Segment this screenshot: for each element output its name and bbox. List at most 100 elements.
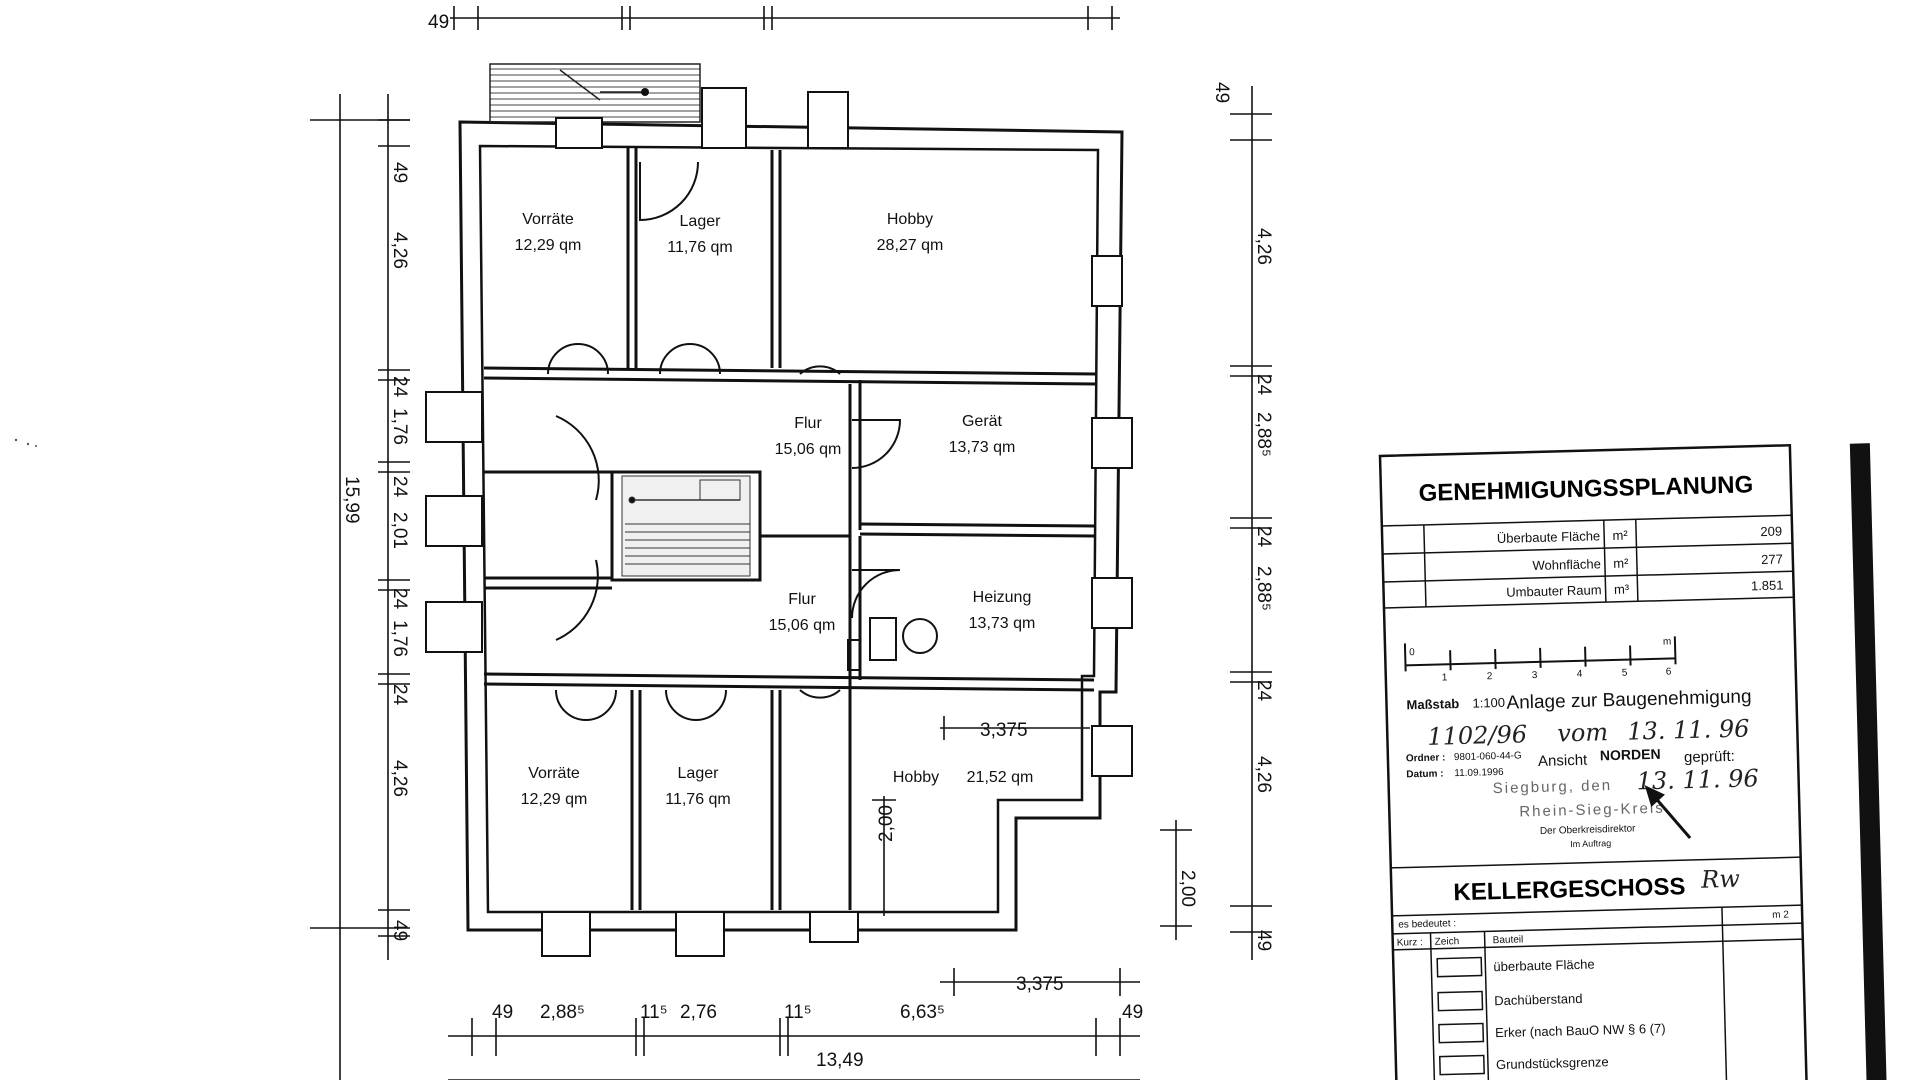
building-outline [458,120,1124,932]
interior-stair [621,475,751,577]
dim-left-1: 4,26 [389,232,410,269]
row-unit-1: m² [1613,556,1629,571]
door-swings [547,161,902,721]
scan-specks [14,438,37,447]
legend-item-3: Grundstücksgrenze [1496,1054,1609,1072]
hand-number: 1102/96 [1427,720,1527,751]
dim-bottom-0: 49 [492,1002,513,1023]
legend-col-zeich: Zeich [1435,936,1460,948]
room-area-vorraete-top: 12,29 qm [515,237,582,254]
dim-left-0: 49 [389,162,410,183]
dim-left-7: 1,76 [389,620,410,657]
stamp-line-2: Rhein-Sieg-Kreis [1519,800,1665,821]
dim-right-0: 49 [1211,82,1232,103]
room-name-hobby-top: Hobby [887,211,933,228]
room-name-heizung: Heizung [973,589,1032,606]
row-label-2: Umbauter Raum [1506,582,1602,599]
row-unit-0: m² [1612,528,1628,543]
datum-value: 11.09.1996 [1454,767,1504,779]
room-area-lager-top: 11,76 qm [667,239,733,256]
dim-left-9: 4,26 [389,760,410,797]
hand-date-1: 13. 11. 96 [1627,714,1750,745]
dim-top-49: 49 [428,12,449,33]
stamp-line-1: Siegburg, den [1493,777,1613,797]
room-area-flur-lower: 15,06 qm [769,617,836,634]
room-name-flur-upper: Flur [794,415,822,432]
datum-label: Datum : [1406,768,1444,780]
room-name-geraet: Gerät [962,413,1003,430]
legend-item-1: Dachüberstand [1494,991,1583,1008]
dim-bottom-6: 49 [1122,1002,1143,1023]
dim-left-6: 24 [389,588,410,610]
dim-left-8: 24 [389,684,410,706]
dim-left-10: 49 [389,920,410,941]
row-label-1: Wohnfläche [1532,556,1601,573]
dim-right-7: 4,26 [1253,756,1274,793]
legend-item-0: überbaute Fläche [1493,957,1595,975]
scale-tick-1: 1 [1442,672,1448,683]
row-unit-2: m³ [1614,582,1630,597]
dim-right-3: 2,88⁵ [1253,412,1274,457]
scale-unit: m [1663,636,1672,647]
dim-left-3: 1,76 [389,408,410,445]
legend-item-2: Erker (nach BauO NW § 6 (7) [1495,1021,1666,1040]
room-labels: Vorräte 12,29 qm Lager 11,76 qm Hobby 28… [515,211,1036,808]
geprueft-prefix: Ansicht [1538,752,1588,770]
dim-outer-3375: 3,375 [1016,974,1064,995]
room-area-lager-bottom: 11,76 qm [665,791,731,808]
dim-left-2: 24 [389,376,410,398]
row-value-0: 209 [1760,524,1782,540]
norden-label: NORDEN [1600,746,1661,764]
exterior-stair [489,63,701,123]
scale-tick-6: 6 [1666,666,1672,677]
room-name-hobby-bottom: Hobby [893,769,939,786]
room-area-geraet: 13,73 qm [949,439,1016,456]
room-name-flur-lower: Flur [788,591,816,608]
scale-tick-2: 2 [1487,671,1493,682]
heating-equipment [847,617,938,671]
interior-walls [483,148,1097,910]
row-value-2: 1.851 [1751,577,1784,593]
dim-left-4: 24 [389,476,410,498]
stamp-line-4: Im Auftrag [1570,838,1611,849]
scale-tick-4: 4 [1577,669,1583,680]
room-name-lager-bottom: Lager [678,765,720,782]
room-area-heizung: 13,73 qm [969,615,1036,632]
title-block: GENEHMIGUNGSSPLANUNG Überbaute Fläche m²… [1378,443,1887,1080]
dim-bottom-5: 6,63⁵ [900,1002,945,1023]
room-area-flur-upper: 15,06 qm [775,441,842,458]
room-area-vorraete-bottom: 12,29 qm [521,791,588,808]
dim-left-total: 15,99 [341,476,362,524]
dim-inner-3375: 3,375 [980,720,1028,741]
north-arrow-icon [1644,785,1692,839]
legend-unit: m 2 [1772,909,1789,920]
dim-bottom-1: 2,88⁵ [540,1002,585,1023]
legend-col-bauteil: Bauteil [1493,934,1524,946]
dim-bottom-total: 13,49 [816,1050,864,1071]
ordner-value: 9801-060-44-G [1454,750,1522,763]
hand-vom: vom [1557,718,1608,747]
scale-tick-0: 0 [1409,647,1415,658]
dim-bottom-3: 2,76 [680,1002,717,1023]
dim-right-8: 49 [1253,930,1274,951]
row-label-0: Überbaute Fläche [1497,528,1601,546]
dim-outer-200: 2,00 [1177,870,1198,907]
scale-tick-3: 3 [1532,670,1538,681]
dimension-texts: 49 49 4,26 24 1,76 24 2,01 24 1,76 24 4,… [341,12,1274,1071]
legend-col-kurz: Kurz : [1397,937,1423,949]
room-name-vorraete-top: Vorräte [522,211,574,228]
room-name-lager-top: Lager [680,213,722,230]
geprueft-suffix: geprüft: [1684,748,1735,766]
row-value-1: 277 [1761,551,1783,567]
dim-right-4: 24 [1253,526,1274,548]
room-area-hobby-top: 28,27 qm [877,237,944,254]
dimension-lines [310,6,1272,1080]
dim-right-2: 24 [1253,374,1274,396]
floor-title: KELLERGESCHOSS [1453,873,1686,906]
massstab-label: Maßstab [1406,696,1459,712]
legend-header: es bedeutet : [1398,918,1456,931]
room-name-vorraete-bottom: Vorräte [528,765,580,782]
dim-right-1: 4,26 [1253,228,1274,265]
hand-date-2: 13. 11. 96 [1636,764,1759,795]
